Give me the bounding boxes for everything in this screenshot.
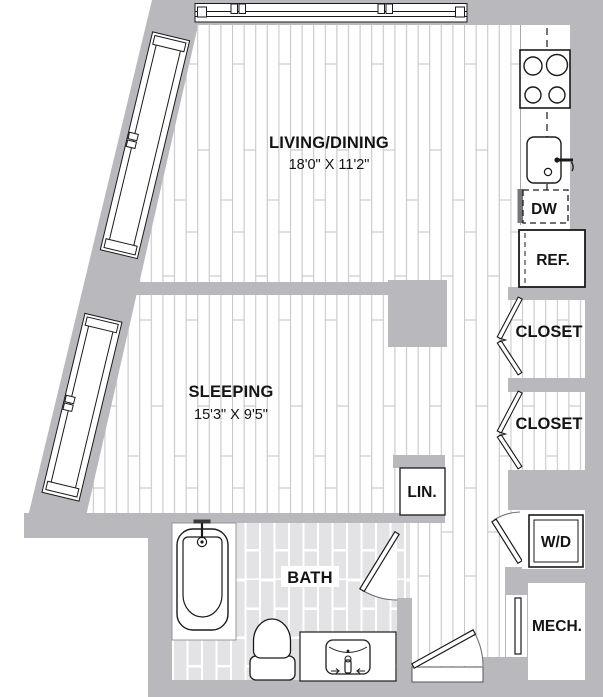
wall-entry-right-stub [483, 657, 510, 682]
closet-lower-label: CLOSET [516, 415, 583, 433]
closets: LIN. [399, 296, 585, 516]
bath-label: BATH [287, 569, 332, 587]
dishwasher-label: DW [531, 201, 557, 218]
sleeping-label: SLEEPING [188, 383, 273, 401]
doors [359, 511, 527, 683]
window-top [194, 3, 468, 23]
washer-dryer-label: W/D [541, 534, 571, 551]
wall-bath-top [172, 513, 445, 523]
wall-living-sleeping [132, 282, 388, 295]
wall-right-full [585, 0, 603, 697]
wall-wd-mech-divider [508, 567, 603, 583]
sleeping-dims: 15'3" X 9'5" [194, 407, 268, 423]
washer-dryer-door [491, 511, 523, 565]
closet-lower-floor [508, 392, 585, 470]
wall-above-linen [393, 455, 445, 468]
windows [41, 3, 468, 502]
wall-bath-left [148, 513, 172, 697]
mechanical-label: MECH. [532, 618, 582, 635]
kitchen-sink-icon [526, 136, 574, 184]
mech-door [506, 595, 527, 657]
wall-bath-right [397, 598, 412, 682]
living-label: LIVING/DINING [269, 134, 389, 152]
living-dims: 18'0" X 11'2" [289, 157, 370, 173]
closet-upper-floor [508, 300, 585, 378]
kitchen: DW REF. [517, 25, 586, 288]
utility-rooms: W/D MECH. [522, 510, 585, 680]
dishwasher-outline [522, 189, 569, 224]
window-upper-left [99, 31, 191, 260]
wall-above-closet1 [508, 287, 603, 300]
shower-head-icon [193, 519, 211, 548]
refrigerator-label: REF. [536, 252, 570, 269]
stove-icon [519, 49, 571, 109]
toilet-icon [249, 618, 296, 681]
window-lower-left [41, 312, 123, 502]
wall-bottom-left-band [24, 513, 148, 538]
refrigerator-outline [518, 229, 586, 288]
linen-closet-box [399, 467, 446, 516]
column-center [388, 280, 447, 347]
linen-label: LIN. [407, 484, 436, 501]
bath-label-backing [281, 566, 339, 587]
closet-upper-label: CLOSET [516, 323, 583, 341]
washer-dryer: W/D [522, 510, 585, 569]
wall-between-closets [508, 378, 603, 392]
bath-door [359, 530, 400, 601]
linen-closet: LIN. [399, 467, 446, 516]
vanity-sink-icon [325, 639, 371, 675]
entry-door [410, 629, 484, 683]
vanity [299, 631, 397, 682]
bathtub-icon [176, 528, 229, 631]
bath-fixtures [171, 519, 397, 682]
wall-below-closet2 [508, 470, 603, 510]
wall-bottom [148, 680, 603, 697]
refrigerator: REF. [518, 229, 586, 288]
entry-threshold [411, 666, 484, 683]
bifold-doors-closet-lower [496, 390, 523, 470]
bifold-doors-closet-upper [496, 296, 523, 376]
dishwasher: DW [517, 189, 569, 224]
labels: LIVING/DINING 18'0" X 11'2" SLEEPING 15'… [188, 134, 582, 587]
mechanical-room: MECH. [528, 583, 585, 680]
wood-floor-main [80, 25, 520, 513]
